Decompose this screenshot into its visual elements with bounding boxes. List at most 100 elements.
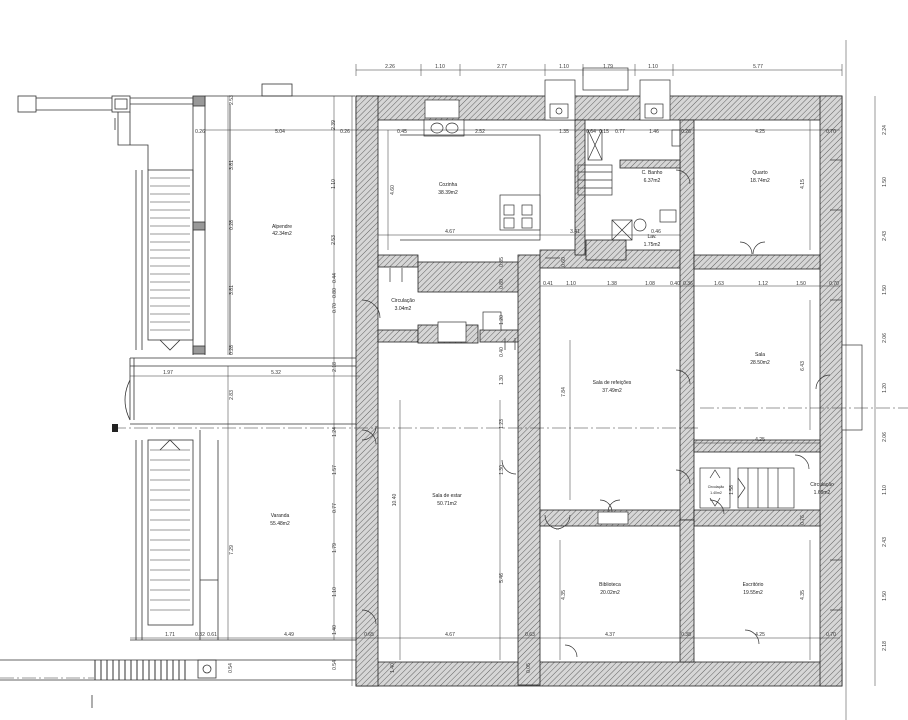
exterior-left (0, 83, 360, 708)
dim-top: 1.10 (435, 64, 445, 70)
dim-right: 1.10 (882, 485, 888, 495)
dimension-labels-right: 2.24 1.50 2.43 1.50 2.06 1.20 2.06 1.10 … (882, 125, 888, 651)
dim-mid3: 4.25 (755, 437, 765, 443)
dim-mid2: 1.38 (607, 281, 617, 287)
dim-mid2: 1.63 (714, 281, 724, 287)
dim-top: 5.77 (753, 64, 763, 70)
dim-row1: 1.46 (649, 129, 659, 135)
room-area-sala: 28.50m2 (750, 360, 770, 366)
room-area-cozinha: 38.39m2 (438, 190, 458, 196)
room-name-refeicoes: Sala de refeições (593, 380, 632, 386)
section-marker (112, 424, 118, 432)
dim-inner: 0.44 (332, 273, 338, 283)
room-name-circulacao-2: Circulação (810, 482, 834, 488)
room-labels: Alpendre 42.34m2 Cozinha 38.39m2 C. Banh… (270, 170, 834, 596)
dim-mid1: 3.41 (570, 229, 580, 235)
dim-leftv: 2.18 (332, 362, 338, 372)
dim-inner: 1.40 (390, 663, 396, 673)
dim-leftv: 2.39 (331, 120, 337, 130)
room-name-circulacao-3: Circulação (708, 485, 725, 489)
dim-inner: 1.58 (729, 485, 735, 495)
dim-bottom: 1.71 (165, 632, 175, 638)
dim-mid2: 1.12 (758, 281, 768, 287)
dim-leftv: 2.83 (229, 390, 235, 400)
dim-inner: 0.35 (499, 257, 505, 267)
dim-mid1: 4.67 (445, 229, 455, 235)
dim-mid2: 0.36 (683, 281, 693, 287)
room-area-estar: 50.71m2 (437, 501, 457, 507)
room-name-varanda: Varanda (271, 513, 290, 519)
dim-inner: 7.29 (229, 545, 235, 555)
dim-inner: 1.30 (499, 375, 505, 385)
dimension-labels: 2.26 1.10 2.77 1.10 1.79 1.10 5.77 0.26 … (163, 64, 839, 638)
room-name-circulacao-1: Circulação (391, 298, 415, 304)
dim-mid2: 0.70 (829, 281, 839, 287)
dim-row1: 0.77 (615, 129, 625, 135)
dim-top: 2.26 (385, 64, 395, 70)
dim-mid2: 1.10 (566, 281, 576, 287)
dim-row1: 5.04 (275, 129, 285, 135)
dim-inner: 1.10 (331, 179, 337, 189)
dim-mid2: 0.41 (543, 281, 553, 287)
dim-right: 1.50 (882, 591, 888, 601)
walls (355, 95, 843, 687)
room-area-alpendre: 42.34m2 (272, 231, 292, 237)
dim-bottom: 0.32 (195, 632, 205, 638)
dim-leftv: 0.28 (229, 345, 235, 355)
dim-mid3: 1.97 (163, 370, 173, 376)
room-area-biblioteca: 20.02m2 (600, 590, 620, 596)
dim-inner: 0.60 (561, 257, 567, 267)
dim-leftv: 1.40 (332, 625, 338, 635)
dim-right: 2.18 (882, 641, 888, 651)
dim-bottom: 4.49 (284, 632, 294, 638)
dim-mid3: 5.32 (271, 370, 281, 376)
dim-inner: 1.20 (499, 315, 505, 325)
room-area-quarto: 18.74m2 (750, 178, 770, 184)
dim-row1: 0.64 (586, 129, 596, 135)
dim-inner: 0.70 (332, 303, 338, 313)
dim-leftv: 1.57 (332, 465, 338, 475)
fixtures (361, 67, 863, 658)
dim-row1: 0.26 (681, 129, 691, 135)
dim-right: 2.43 (882, 231, 888, 241)
dim-inner: 0.40 (499, 347, 505, 357)
dim-inner: 4.35 (800, 590, 806, 600)
dim-mid2: 0.40 (670, 281, 680, 287)
dim-leftv: 1.79 (332, 543, 338, 553)
dim-leftv: 3.81 (229, 160, 235, 170)
dim-right: 1.50 (882, 285, 888, 295)
dim-top: 1.10 (648, 64, 658, 70)
dim-row1: 2.52 (475, 129, 485, 135)
dim-right: 1.50 (882, 177, 888, 187)
room-area-varanda: 55.48m2 (270, 521, 290, 527)
room-name-lav: Lav. (647, 234, 656, 240)
dim-inner: 4.35 (561, 590, 567, 600)
room-area-refeicoes: 37.49m2 (602, 388, 622, 394)
dim-inner: 2.53 (331, 235, 337, 245)
dim-leftv: 1.10 (332, 587, 338, 597)
dim-right: 2.43 (882, 537, 888, 547)
dim-row1: 0.70 (826, 129, 836, 135)
dim-right: 2.24 (882, 125, 888, 135)
dim-leftv: 2.53 (229, 95, 235, 105)
dim-inner: 4.60 (390, 185, 396, 195)
room-name-escritorio: Escritório (743, 582, 764, 588)
dim-inner: 7.84 (561, 387, 567, 397)
room-name-quarto: Quarto (752, 170, 768, 176)
dim-right: 1.20 (882, 383, 888, 393)
dim-top: 1.10 (559, 64, 569, 70)
dim-inner: 1.23 (499, 419, 505, 429)
dim-row1: 0.15 (599, 129, 609, 135)
room-name-sala: Sala (755, 352, 765, 358)
dim-mid1: 0.46 (651, 229, 661, 235)
dim-leftv: 0.54 (228, 663, 234, 673)
dim-inner: 5.46 (499, 573, 505, 583)
dimension-lines (130, 40, 876, 720)
room-area-escritorio: 19.55m2 (743, 590, 763, 596)
room-area-lav: 1.75m2 (644, 242, 661, 248)
dim-inner: 0.80 (332, 288, 338, 298)
room-area-circulacao-1: 3.04m2 (395, 306, 412, 312)
dim-right: 2.06 (882, 432, 888, 442)
dim-inner: 10.40 (392, 494, 398, 507)
dim-inner: 6.43 (800, 361, 806, 371)
